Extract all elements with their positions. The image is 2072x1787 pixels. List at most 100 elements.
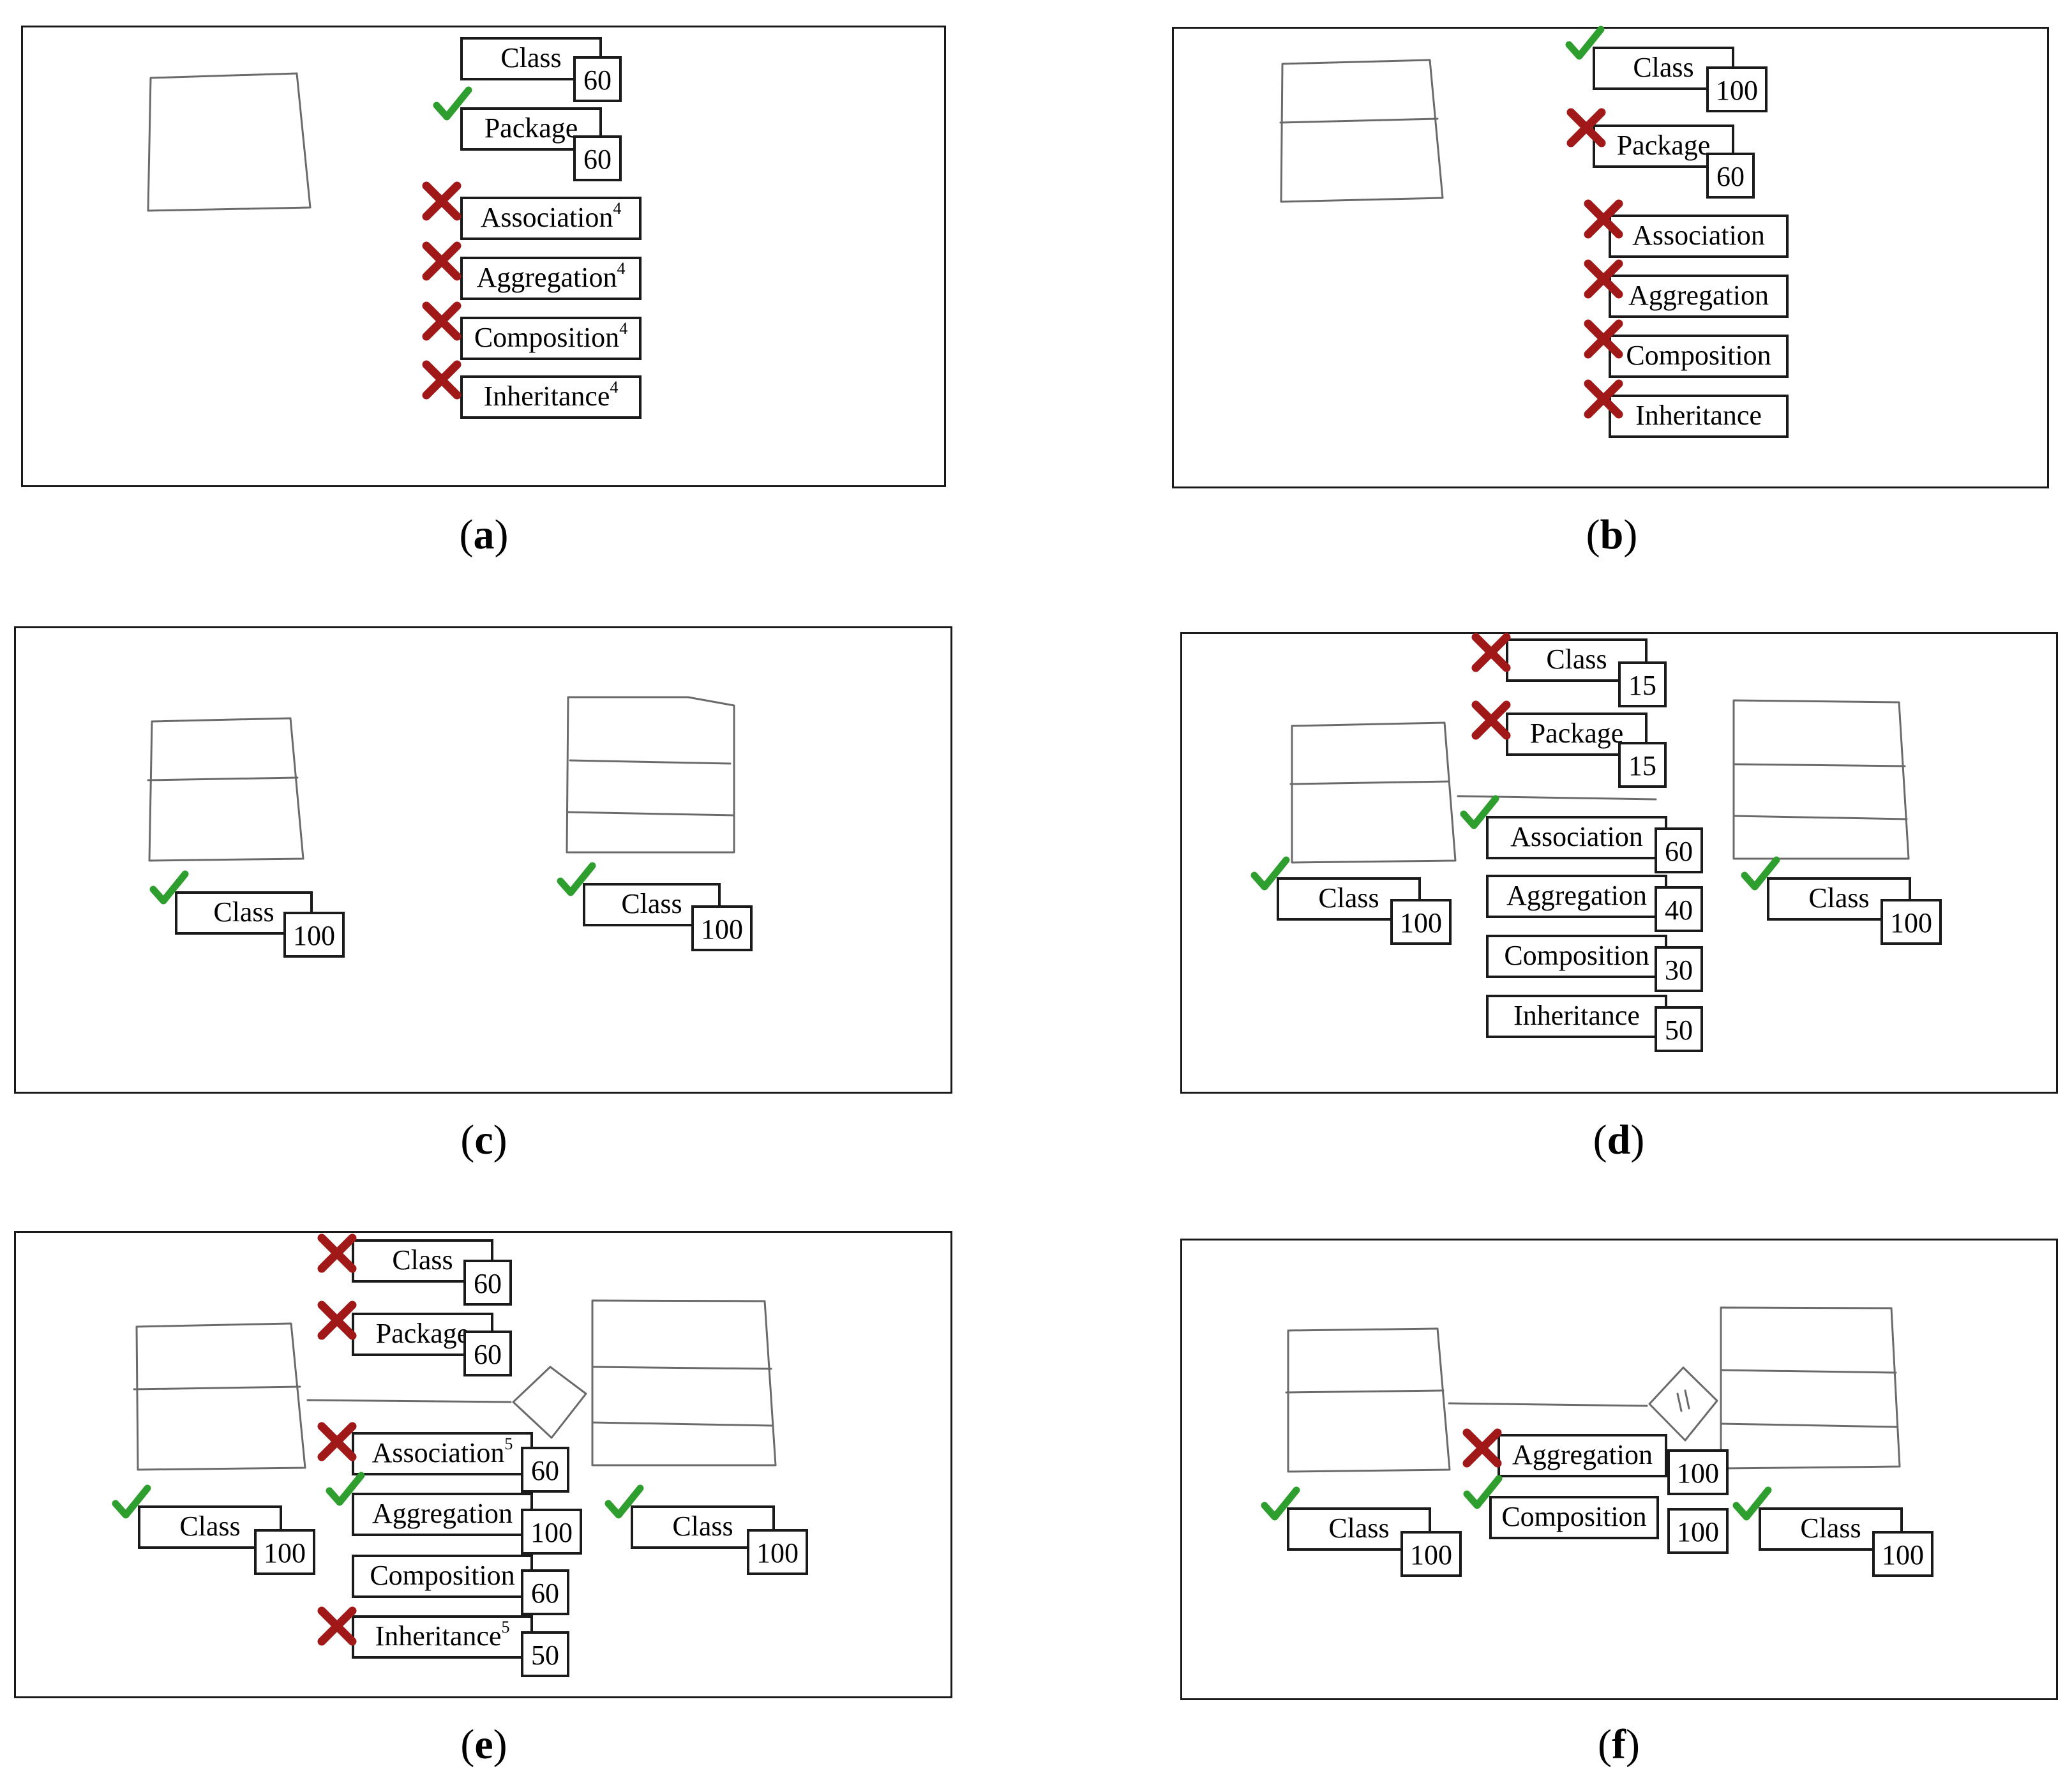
suggestion-label: Class	[179, 1511, 240, 1542]
suggestion-aggregation[interactable]: Aggregation	[1584, 259, 1789, 318]
score-box	[463, 1331, 512, 1376]
score-box	[521, 1631, 569, 1677]
suggestion-label: Composition	[1626, 340, 1771, 371]
suggestion-superscript: 4	[617, 259, 625, 278]
score-box	[1390, 899, 1452, 945]
check-icon	[1565, 26, 1605, 60]
suggestion-superscript: 5	[501, 1618, 509, 1636]
suggestion-inheritance[interactable]: Inheritance 50	[1486, 995, 1703, 1052]
suggestion-aggregation[interactable]: Aggregation4	[422, 241, 642, 300]
panel-c-caption-letter: c	[474, 1117, 493, 1163]
score-value: 60	[474, 1339, 502, 1370]
score-value: 100	[1677, 1458, 1719, 1489]
suggestion-label: Aggregation	[1506, 880, 1647, 911]
suggestion-label-box	[1609, 335, 1789, 378]
cross-icon	[1584, 199, 1623, 239]
sketch-divider	[133, 1385, 301, 1391]
suggestion-inheritance[interactable]: Inheritance4	[422, 360, 642, 419]
suggestion-label: Class	[1546, 644, 1607, 675]
suggestion-label: Class	[672, 1511, 733, 1542]
score-box	[1706, 66, 1768, 112]
suggestion-label: Aggregation4	[477, 259, 626, 293]
cross-icon	[317, 1301, 357, 1340]
cross-icon	[422, 241, 462, 281]
cross-icon	[317, 1606, 357, 1646]
cross-icon	[1584, 319, 1623, 359]
suggestion-superscript: 5	[504, 1435, 513, 1453]
suggestion-label: Inheritance	[1513, 1000, 1640, 1031]
cross-icon	[422, 360, 462, 400]
score-value: 100	[1716, 75, 1758, 106]
suggestion-label-box	[1486, 995, 1667, 1038]
suggestion-label: Association	[1632, 220, 1765, 251]
suggestion-label: Aggregation	[372, 1498, 513, 1529]
panel-f-caption: (f)	[1598, 1721, 1640, 1768]
suggestion-label: Class	[1633, 52, 1693, 83]
suggestion-label-box	[1609, 395, 1789, 438]
score-box	[1667, 1449, 1729, 1495]
sketch-diamond	[1648, 1366, 1718, 1442]
sketch-class-box	[1291, 721, 1457, 864]
sketch-class-box	[147, 72, 312, 212]
check-icon	[1463, 1475, 1503, 1509]
suggestion-label: Package	[1617, 130, 1711, 161]
suggestion-composition[interactable]: Composition4	[422, 301, 642, 360]
score-box	[521, 1569, 569, 1615]
suggestion-inheritance[interactable]: Inheritance	[1584, 379, 1789, 438]
sketch-class-box	[1280, 59, 1444, 203]
score-value: 50	[1665, 1014, 1693, 1046]
sketch-diamond	[512, 1366, 587, 1439]
score-box	[747, 1529, 808, 1575]
panel-f-caption-letter: f	[1612, 1721, 1626, 1768]
check-icon	[433, 86, 472, 121]
cross-icon	[317, 1233, 357, 1273]
sketch-divider	[147, 776, 299, 781]
cross-icon	[422, 301, 462, 341]
suggestion-label-box	[1498, 1434, 1667, 1477]
suggestion-association[interactable]: Association4	[422, 181, 642, 240]
suggestion-association[interactable]: Association	[1584, 199, 1789, 258]
sketch-class-box	[1732, 699, 1910, 860]
check-icon	[112, 1484, 151, 1519]
suggestion-label: Inheritance5	[375, 1618, 510, 1652]
suggestion-composition[interactable]: Composition	[1584, 319, 1789, 378]
suggestion-label-box	[352, 1615, 533, 1659]
score-value: 60	[474, 1268, 502, 1299]
sketch-divider	[566, 811, 734, 817]
check-icon	[1460, 795, 1499, 829]
score-box	[573, 56, 622, 102]
score-box	[1618, 661, 1667, 707]
suggestion-label: Package	[376, 1318, 470, 1349]
suggestion-label: Class	[213, 896, 274, 928]
panel-e-caption-letter: e	[474, 1721, 493, 1768]
suggestion-class[interactable]: Class 100	[1565, 26, 1768, 112]
suggestion-superscript: 4	[619, 319, 627, 338]
suggestion-label-box	[460, 375, 642, 419]
cross-icon	[1471, 633, 1511, 672]
suggestion-class[interactable]: Class 100	[112, 1484, 315, 1575]
score-value: 100	[264, 1537, 306, 1569]
